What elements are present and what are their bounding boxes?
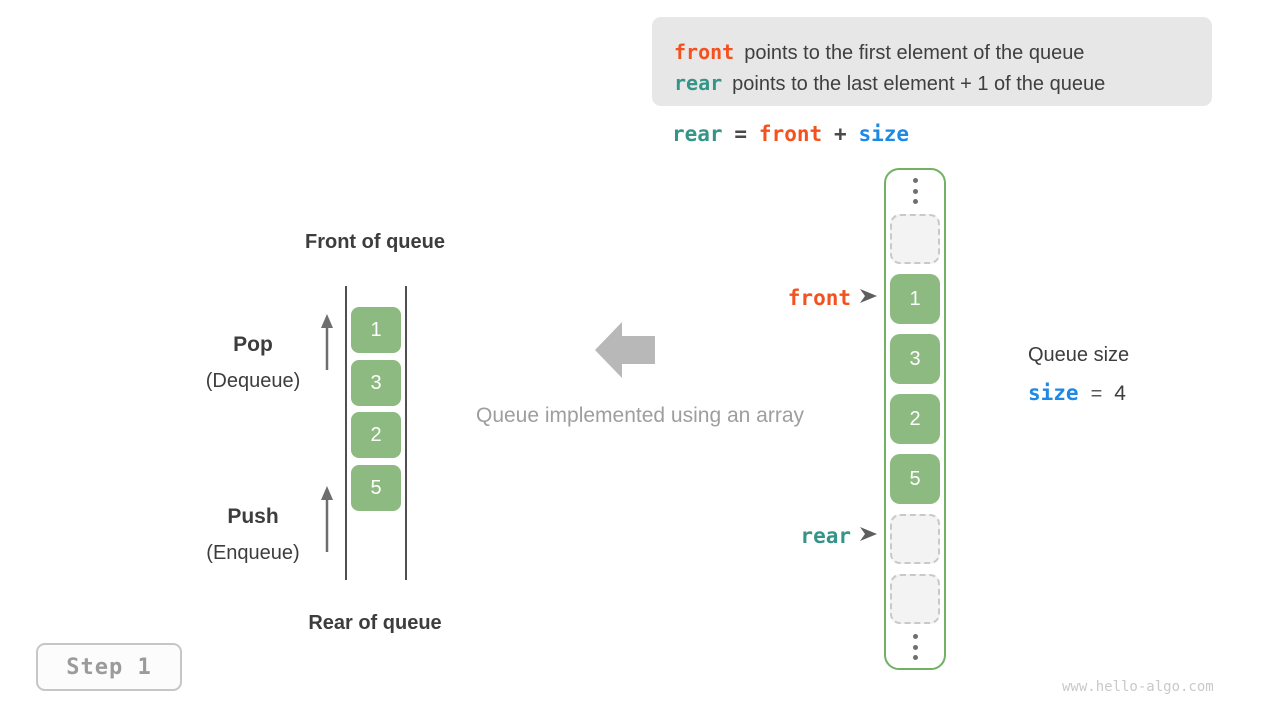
legend-line-front: front points to the first element of the… [674,40,1212,65]
push-up-arrow-icon [318,486,336,559]
formula-front: front [758,122,823,146]
formula-equals: = [734,122,748,146]
queue-channel-right-line [405,286,407,580]
ellipsis-icon [912,178,918,204]
array-cell-empty [890,574,940,624]
array-cell: 1 [890,274,940,324]
queue-cell: 1 [351,307,401,353]
front-keyword: front [674,39,735,64]
size-keyword: size [1028,381,1079,405]
size-equals: = [1090,383,1103,405]
ellipsis-icon [912,634,918,660]
legend-box: front points to the first element of the… [652,17,1212,106]
pop-up-arrow-icon [318,314,336,377]
left-block-arrow-icon [595,322,655,383]
formula: rear = front + size [652,122,1212,147]
array-cell: 2 [890,394,940,444]
rear-keyword: rear [674,70,723,95]
array-cell-empty [890,214,940,264]
front-pointer: front [788,286,877,310]
formula-plus: + [833,122,847,146]
rear-pointer: rear [800,524,877,548]
queue-cell: 2 [351,412,401,458]
array-container: 1 3 2 5 [884,168,946,670]
pointer-arrow-icon [860,288,877,309]
queue-cell: 3 [351,360,401,406]
rear-pointer-label: rear [800,524,851,548]
front-pointer-label: front [787,286,851,310]
pop-label: Pop [233,333,273,356]
array-cell: 5 [890,454,940,504]
array-cell: 3 [890,334,940,384]
enqueue-label: (Enqueue) [206,542,300,564]
legend-front-text: points to the first element of the queue [744,41,1085,64]
rear-of-queue-label: Rear of queue [308,612,442,634]
queue-size-equation: size = 4 [1028,381,1126,406]
queue-channel-left-line [345,286,347,580]
dequeue-label: (Dequeue) [205,370,301,392]
step-badge: Step 1 [36,643,182,691]
diagram-caption: Queue implemented using an array [475,404,805,427]
pointer-arrow-icon [860,526,877,547]
array-cell-empty [890,514,940,564]
legend-rear-text: points to the last element + 1 of the qu… [732,72,1106,95]
size-value: 4 [1114,382,1126,405]
queue-size-label: Queue size [1028,344,1130,366]
watermark: www.hello-algo.com [1062,679,1214,695]
front-of-queue-label: Front of queue [305,231,445,253]
queue-cell: 5 [351,465,401,511]
push-label: Push [227,505,279,528]
formula-rear: rear [672,122,723,146]
formula-size: size [858,122,910,146]
legend-line-rear: rear points to the last element + 1 of t… [674,71,1212,96]
